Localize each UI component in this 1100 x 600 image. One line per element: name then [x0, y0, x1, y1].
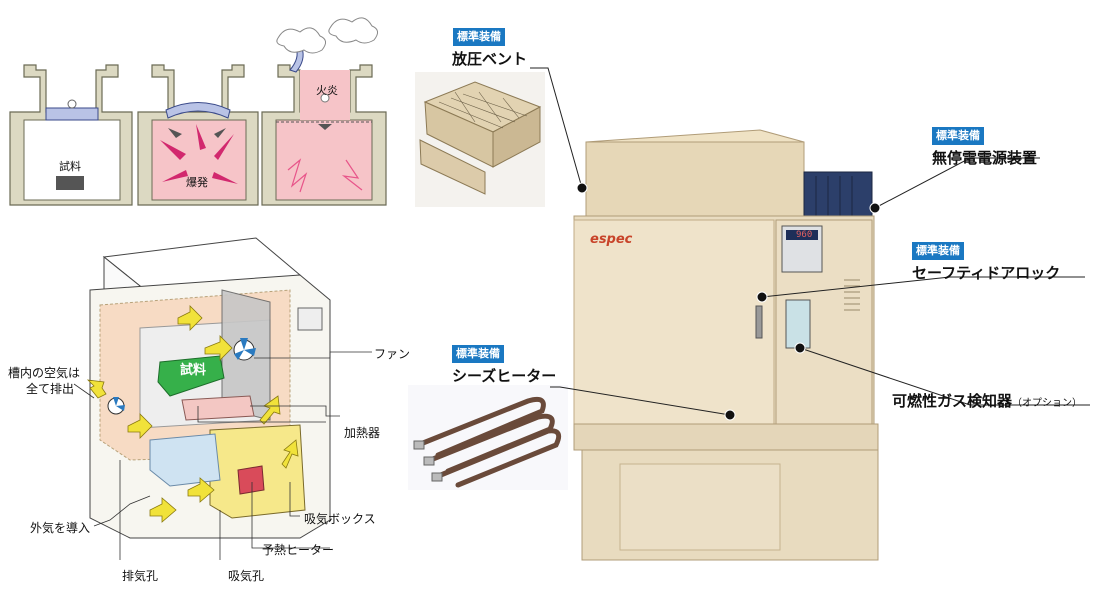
panel-normal — [9, 64, 133, 206]
lock-standard-badge: 標準装備 — [912, 242, 964, 260]
exhaust-port-label: 排気孔 — [122, 569, 159, 583]
panel-venting — [261, 17, 387, 206]
heater-title: シーズヒーター — [452, 367, 557, 385]
gas-detector-name: 可燃性ガス検知器 — [892, 392, 1013, 410]
heater-standard-badge: 標準装備 — [452, 345, 504, 363]
leader-lines — [530, 67, 1090, 421]
heater-label: 加熱器 — [344, 426, 381, 440]
intake-box-label: 吸気ボックス — [304, 512, 376, 526]
intake-port-label: 吸気孔 — [228, 569, 265, 583]
explosion-sequence-diagram — [9, 17, 387, 206]
explosion-label: 爆発 — [186, 176, 208, 189]
airflow-cutaway-diagram — [73, 237, 372, 560]
intake-outside-label: 外気を導入 — [30, 521, 91, 535]
ups-standard-badge: 標準装備 — [932, 127, 984, 145]
preheater-label: 予熱ヒーター — [262, 543, 335, 557]
gas-detector-option: （オプション） — [1012, 398, 1083, 409]
pressure-vent-photo — [415, 72, 545, 207]
lock-title: セーフティドアロック — [912, 264, 1061, 282]
ups-title: 無停電電源装置 — [932, 149, 1038, 167]
exhaust-air-label-1: 槽内の空気は — [8, 366, 81, 380]
vent-standard-badge: 標準装備 — [453, 28, 505, 46]
sheath-heater-photo — [408, 385, 568, 490]
sample-label-panel1: 試料 — [59, 160, 81, 173]
exhaust-air-label-2: 全て排出 — [26, 382, 75, 396]
panel-explosion — [137, 64, 259, 206]
cutaway-sample-label: 試料 — [180, 363, 207, 378]
espec-logo: espec — [590, 232, 633, 247]
chamber-product-photo — [573, 129, 879, 561]
flame-label: 火炎 — [316, 84, 338, 97]
controller-display: 960 — [796, 230, 813, 240]
gas-detector-title: 可燃性ガス検知器（オプション） — [892, 390, 1082, 411]
vent-title: 放圧ベント — [452, 50, 528, 68]
fan-label: ファン — [374, 347, 411, 361]
